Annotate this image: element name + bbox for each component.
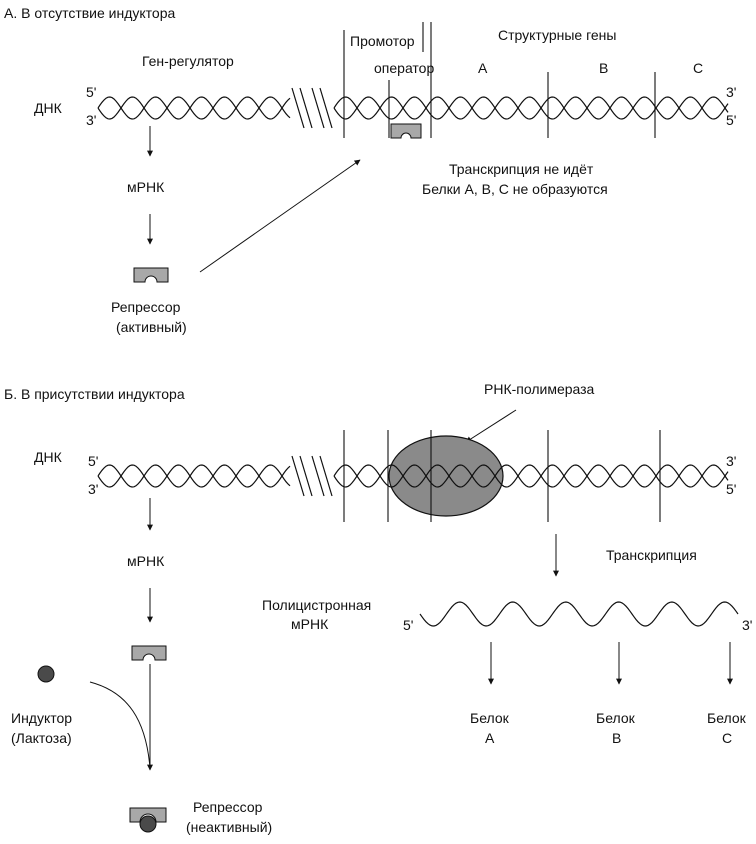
mrna-5-prime: 5'	[403, 617, 413, 633]
section-a-title: А. В отсутствие индуктора	[4, 5, 176, 21]
gene-a-label: A	[478, 60, 488, 76]
protein-b-label: Белок	[596, 710, 636, 726]
arrow-to-polymerase	[465, 409, 517, 443]
repressor-state-a: (активный)	[116, 319, 187, 335]
dna-b-left-top: 5'	[88, 453, 98, 469]
structural-genes-label: Структурные гены	[498, 27, 616, 43]
dna-a-right-top: 3'	[726, 84, 736, 100]
section-b-title: Б. В присутствии индуктора	[4, 386, 185, 402]
dna-label-a: ДНК	[34, 100, 63, 116]
dna-label-b: ДНК	[34, 449, 63, 465]
transcription-label: Транскрипция	[606, 547, 697, 563]
arrow-repressor-to-operator	[199, 159, 361, 273]
dna-strand-a-upper	[97, 96, 729, 120]
dna-a-left-bottom: 3'	[86, 112, 96, 128]
no-transcription-text: Транскрипция не идёт	[449, 161, 594, 177]
protein-c-label: Белок	[707, 710, 747, 726]
operator-label: оператор	[374, 60, 434, 76]
no-proteins-text: Белки A, B, C не образуются	[422, 181, 608, 197]
section-a: А. В отсутствие индуктора Ген-регулятор …	[4, 5, 736, 335]
inducer-label: Индуктор	[11, 710, 72, 726]
dna-strand-b-upper	[97, 464, 729, 488]
repressor-label-b: Репрессор	[193, 799, 263, 815]
protein-c-letter: C	[722, 730, 732, 746]
protein-a-label: Белок	[470, 710, 510, 726]
dna-strand-b-lower	[97, 464, 729, 488]
promoter-label: Промотор	[350, 33, 415, 49]
mrna-label-a: мРНК	[127, 179, 165, 195]
gene-boundaries-a	[343, 22, 656, 138]
dna-a-right-bottom: 5'	[726, 112, 736, 128]
gene-boundaries-b	[343, 430, 661, 522]
dna-break-a	[291, 87, 333, 129]
protein-b-letter: B	[612, 730, 621, 746]
inactive-repressor-complex	[129, 807, 167, 833]
inducer-binding-curve	[89, 681, 151, 769]
repressor-label-a: Репрессор	[111, 299, 181, 315]
dna-break-b	[291, 455, 333, 497]
bound-inducer-icon	[139, 815, 157, 833]
protein-a-letter: A	[485, 730, 495, 746]
dna-b-right-top: 3'	[726, 453, 736, 469]
rna-polymerase	[388, 435, 504, 517]
repressor-b	[131, 645, 167, 661]
polycistronic-mrna-strand	[419, 601, 739, 627]
bound-repressor	[390, 123, 422, 139]
inducer-lactose-icon	[37, 665, 55, 683]
gene-regulator-label: Ген-регулятор	[142, 53, 234, 69]
inducer-name: (Лактоза)	[11, 730, 72, 746]
gene-c-label: C	[693, 60, 703, 76]
free-repressor-active	[133, 267, 169, 283]
dna-b-right-bottom: 5'	[726, 481, 736, 497]
section-b: Б. В присутствии индуктора РНК-полимераз…	[4, 381, 752, 835]
repressor-state-b: (неактивный)	[186, 819, 272, 835]
dna-a-left-top: 5'	[86, 84, 96, 100]
mrna-3-prime: 3'	[742, 617, 752, 633]
mrna-label-b: мРНК	[127, 553, 165, 569]
polycistronic-label-1: Полицистронная	[262, 597, 371, 613]
dna-b-left-bottom: 3'	[88, 481, 98, 497]
rna-polymerase-label: РНК-полимераза	[484, 381, 595, 397]
polycistronic-label-2: мРНК	[291, 616, 329, 632]
gene-b-label: B	[599, 60, 608, 76]
dna-strand-a-lower	[97, 96, 729, 120]
